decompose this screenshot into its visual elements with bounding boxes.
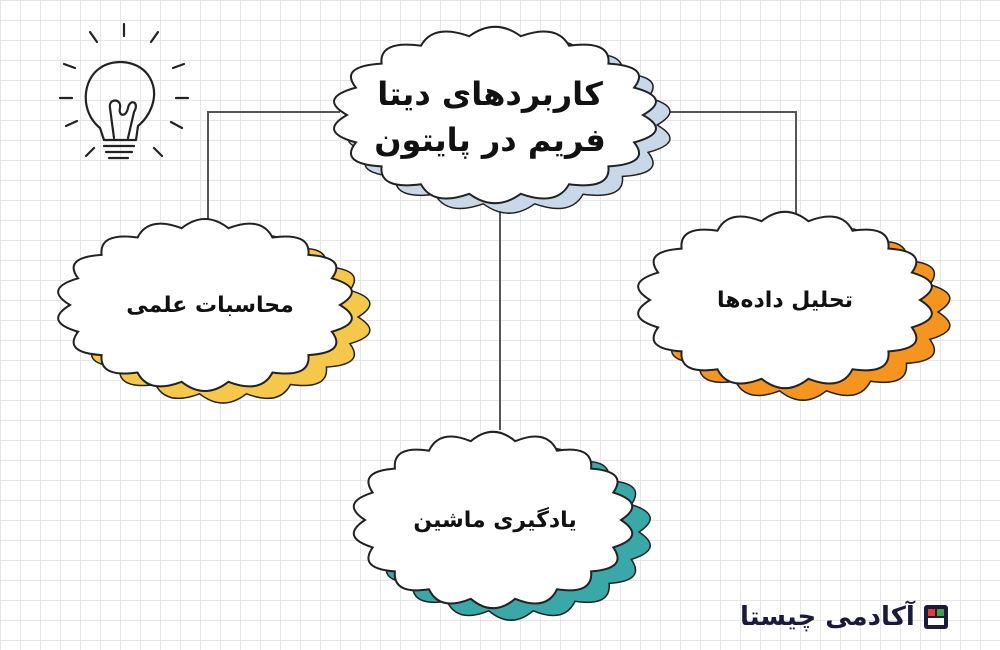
chista-logo-icon bbox=[923, 605, 948, 629]
right-cloud bbox=[637, 210, 951, 401]
light-bulb-icon bbox=[58, 22, 190, 160]
title-line-2: فریم در پایتون bbox=[374, 121, 606, 159]
connector-to-left bbox=[207, 111, 340, 238]
title-line-1: کاربردهای دیتا bbox=[377, 75, 603, 113]
connector-lines bbox=[207, 111, 797, 430]
bottom-cloud bbox=[352, 430, 651, 621]
node-label-bottom: یادگیری ماشین bbox=[413, 507, 577, 533]
cloud-right-body bbox=[637, 210, 933, 390]
cloud-left-body bbox=[57, 218, 353, 392]
logo-text: آکادمی چیستا bbox=[740, 602, 915, 632]
title-cloud bbox=[333, 25, 671, 214]
brand-logo: آکادمی چیستا bbox=[740, 598, 990, 636]
cloud-title-body bbox=[333, 25, 657, 205]
left-cloud bbox=[57, 218, 371, 404]
diagram-title: کاربردهای دیتا فریم در پایتون bbox=[330, 62, 650, 172]
node-label-right: تحلیل داده‌ها bbox=[717, 287, 853, 313]
connector-to-right bbox=[660, 111, 797, 222]
node-label-left: محاسبات علمی bbox=[126, 292, 294, 318]
cloud-bottom-body bbox=[352, 430, 634, 610]
